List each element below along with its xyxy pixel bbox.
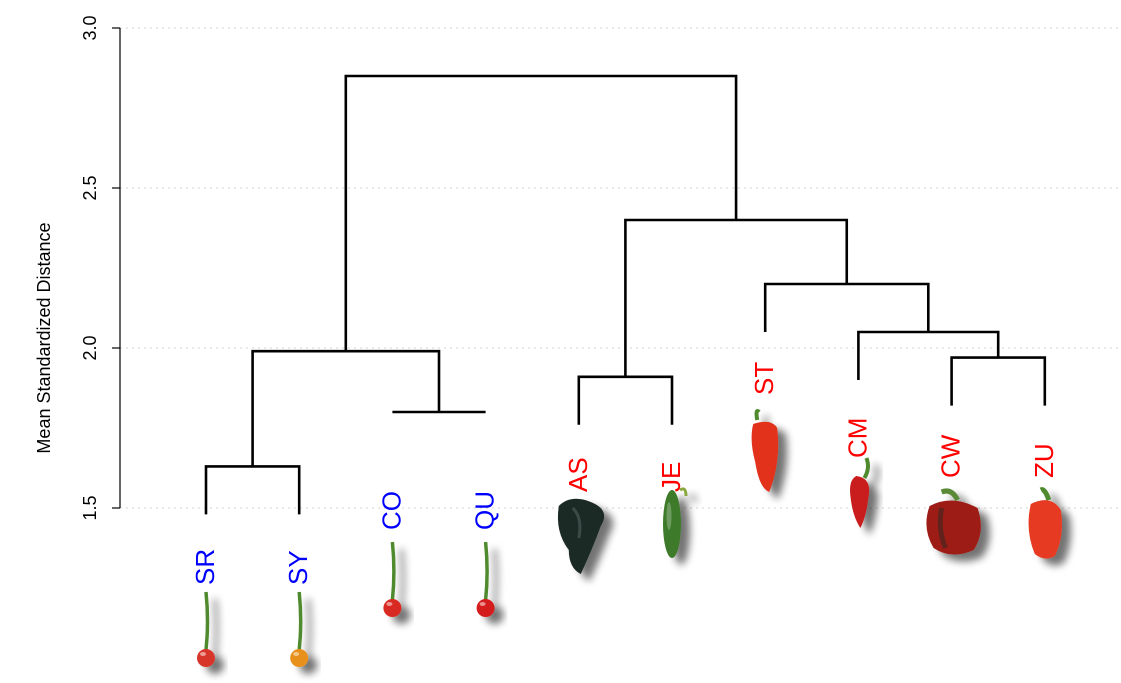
leaf-label: AS <box>563 457 593 492</box>
leaf-label: ZU <box>1029 443 1059 478</box>
leaf-label: ST <box>749 362 779 395</box>
pepper-poblano-image <box>557 498 605 574</box>
pepper-bell-image <box>926 488 981 555</box>
dendrogram-branch <box>624 218 849 377</box>
y-axis-label: Mean Standardized Distance <box>34 222 54 453</box>
pepper-jalapeno-image <box>663 487 688 558</box>
pepper-small-round-image <box>197 591 215 667</box>
pepper-thin-image <box>850 457 870 528</box>
pepper-small-round-image <box>383 541 402 617</box>
y-tick-label: 1.5 <box>80 495 100 520</box>
pepper-long-image <box>751 409 779 492</box>
pepper-small-round-image <box>290 591 309 667</box>
y-tick-label: 3.0 <box>80 15 100 40</box>
pepper-images <box>197 409 1062 667</box>
dendrogram-branch <box>577 375 674 425</box>
dendrogram-branch <box>857 330 1000 380</box>
leaf-label: QU <box>470 491 500 530</box>
leaf-label: CM <box>842 418 872 458</box>
pepper-wide-image <box>1028 487 1062 559</box>
y-tick-label: 2.5 <box>80 175 100 200</box>
grid-layer <box>120 27 1121 509</box>
leaf-label: JE <box>656 462 686 492</box>
pepper-small-round-image <box>476 541 495 617</box>
dendrogram-branch <box>344 74 738 352</box>
dendrogram-branches <box>204 74 1047 515</box>
y-tick-label: 2.0 <box>80 335 100 360</box>
leaf-label: CO <box>376 491 406 530</box>
y-axis: 1.5 2.0 2.5 3.0 <box>80 15 121 521</box>
leaf-label: SY <box>283 550 313 585</box>
dendrogram-branch <box>251 349 441 467</box>
dendrogram-branch <box>763 282 930 332</box>
leaf-labels: SR SY CO QU AS JE ST CM CW ZU <box>190 362 1059 585</box>
leaf-label: SR <box>190 549 220 585</box>
leaf-label: CW <box>936 434 966 478</box>
dendrogram-branch <box>204 465 301 515</box>
dendrogram-branch <box>950 356 1047 406</box>
